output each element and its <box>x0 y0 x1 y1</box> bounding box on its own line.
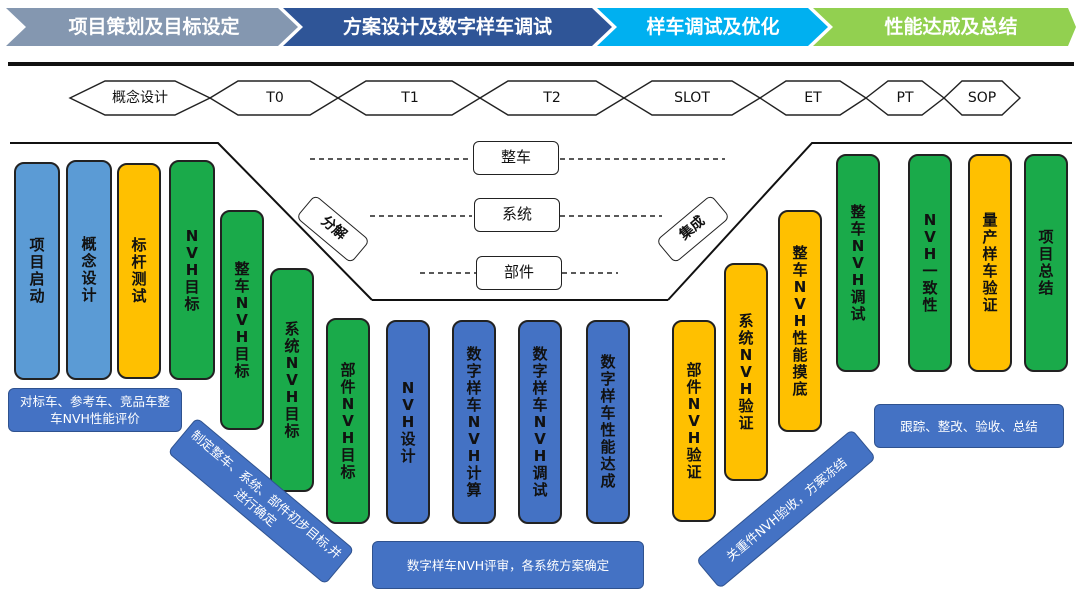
step-project-start: 项目启动 <box>14 162 60 380</box>
v-right-edge <box>667 142 1072 301</box>
note-benchmark: 对标车、参考车、竞品车整车NVH性能评价 <box>8 388 182 432</box>
milestone-t1: T1 <box>401 90 419 106</box>
step-vehicle-nvh-target: 整车NVH目标 <box>220 210 264 430</box>
phase-arrow-1 <box>6 8 298 46</box>
v-left-edge <box>10 142 373 301</box>
step-system-nvh-target: 系统NVH目标 <box>270 268 314 492</box>
step-digital-nvh-calc: 数字样车NVH计算 <box>452 320 496 524</box>
step-project-summary: 项目总结 <box>1024 154 1068 372</box>
step-system-nvh-verify: 系统NVH验证 <box>724 263 768 481</box>
phase-label-4: 性能达成及总结 <box>884 16 1018 38</box>
milestone-row <box>68 80 1022 116</box>
phase-arrow-3 <box>597 8 828 46</box>
level-system: 系统 <box>474 198 560 232</box>
step-vehicle-nvh-tuning: 整车NVH调试 <box>836 154 880 372</box>
milestone-concept: 概念设计 <box>112 90 168 106</box>
level-vehicle: 整车 <box>473 141 559 175</box>
milestone-sop: SOP <box>967 90 997 106</box>
step-vehicle-nvh-baseline: 整车NVH性能摸底 <box>778 210 822 432</box>
note-tracking: 跟踪、整改、验收、总结 <box>874 404 1064 448</box>
step-nvh-target: NVH目标 <box>169 160 215 380</box>
step-component-nvh-verify: 部件NVH验证 <box>672 320 716 522</box>
phase-arrows <box>6 8 1076 64</box>
milestone-t2: T2 <box>543 90 561 106</box>
milestone-pt: PT <box>896 90 914 106</box>
milestone-slot: SLOT <box>674 90 710 106</box>
timeline-rule <box>8 63 1074 66</box>
milestone-shape-sop <box>942 80 1022 116</box>
milestone-t0: T0 <box>266 90 284 106</box>
step-digital-nvh-tuning: 数字样车NVH调试 <box>518 320 562 524</box>
step-benchmark-test: 标杆测试 <box>117 163 161 379</box>
phase-arrow-4 <box>813 8 1076 46</box>
step-nvh-design: NVH设计 <box>386 320 430 524</box>
step-component-nvh-target: 部件NVH目标 <box>326 318 370 524</box>
phase-label-1: 项目策划及目标设定 <box>68 16 240 38</box>
phase-arrow-2 <box>283 8 612 46</box>
step-concept-design: 概念设计 <box>66 160 112 380</box>
note-review: 数字样车NVH评审，各系统方案确定 <box>372 541 644 589</box>
level-component: 部件 <box>476 256 562 290</box>
phase-label-2: 方案设计及数字样车调试 <box>342 16 552 38</box>
step-production-verify: 量产样车验证 <box>968 154 1012 372</box>
step-digital-performance: 数字样车性能达成 <box>586 320 630 524</box>
milestone-et: ET <box>804 90 822 106</box>
phase-label-3: 样车调试及优化 <box>646 16 780 38</box>
step-nvh-consistency: NVH一致性 <box>908 154 952 372</box>
